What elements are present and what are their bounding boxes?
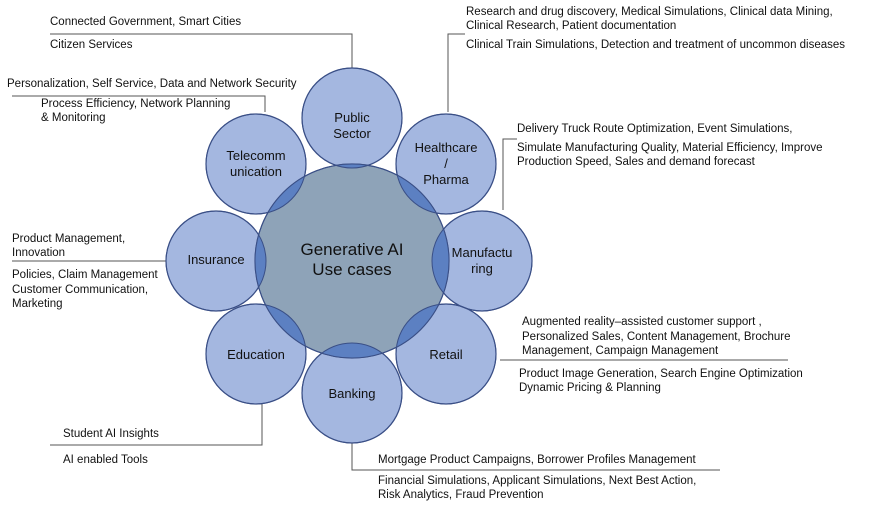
petal-label-healthcare: Healthcare / Pharma — [415, 140, 478, 188]
petal-label-retail: Retail — [429, 347, 462, 363]
telecom-text-3: & Monitoring — [41, 112, 106, 124]
banking-label-line1: Banking — [328, 386, 376, 401]
petal-label-manufacturing: Manufactu ring — [452, 245, 513, 277]
retail-text-1: Augmented reality–assisted customer supp… — [522, 316, 762, 328]
retail-label-line1: Retail — [429, 347, 463, 362]
healthcare-label-line1: Healthcare — [414, 140, 478, 155]
banking-text-2: Financial Simulations, Applicant Simulat… — [378, 475, 697, 487]
manufacturing-label-line2: ring — [471, 261, 493, 276]
leader-healthcare — [447, 33, 465, 112]
leader-banking — [351, 442, 720, 471]
insurance-text-4: Customer Communication, — [12, 284, 149, 296]
leader-telecom — [12, 95, 266, 112]
public-sector-text-1: Connected Government, Smart Cities — [50, 16, 242, 28]
leader-lines — [12, 33, 788, 471]
center-title-line1: Generative AI — [300, 240, 404, 259]
insurance-text-3: Policies, Claim Management — [12, 269, 158, 281]
healthcare-text-3: Clinical Train Simulations, Detection an… — [466, 39, 846, 51]
overlap-outlines — [165, 67, 533, 444]
retail-text-3: Management, Campaign Management — [522, 345, 719, 357]
manufacturing-text-3: Production Speed, Sales and demand forec… — [517, 156, 755, 168]
education-label-line1: Education — [227, 347, 285, 362]
banking-text-1: Mortgage Product Campaigns, Borrower Pro… — [378, 454, 696, 466]
leader-public-sector — [50, 33, 353, 72]
petal-label-public-sector: Public Sector — [333, 110, 371, 142]
retail-text-4: Product Image Generation, Search Engine … — [519, 368, 803, 380]
healthcare-text-1: Research and drug discovery, Medical Sim… — [466, 6, 833, 18]
petal-label-education: Education — [227, 347, 285, 363]
petal-label-banking: Banking — [329, 386, 376, 402]
telecom-label-line2: unication — [229, 164, 283, 179]
healthcare-label-line2: / — [444, 156, 448, 171]
leader-manufacturing — [502, 138, 517, 210]
education-text-2: AI enabled Tools — [63, 454, 148, 466]
education-text-1: Student AI Insights — [63, 428, 159, 440]
insurance-text-5: Marketing — [12, 298, 63, 310]
healthcare-label-line3: Pharma — [423, 172, 469, 187]
manufacturing-text-1: Delivery Truck Route Optimization, Event… — [517, 123, 793, 135]
retail-text-5: Dynamic Pricing & Planning — [519, 382, 661, 394]
center-title-line2: Use cases — [312, 260, 392, 279]
center-title: Generative AI Use cases — [300, 240, 403, 280]
public-sector-text-2: Citizen Services — [50, 39, 133, 51]
retail-text-2: Personalized Sales, Content Management, … — [522, 331, 791, 343]
manufacturing-label-line1: Manufactu — [451, 245, 513, 260]
telecom-text-2: Process Efficiency, Network Planning — [41, 98, 231, 110]
healthcare-text-2: Clinical Research, Patient documentation — [466, 20, 677, 32]
insurance-text-2: Innovation — [12, 247, 66, 259]
telecom-label-line1: Telecomm — [226, 148, 286, 163]
insurance-label-line1: Insurance — [187, 252, 245, 267]
insurance-text-1: Product Management, — [12, 233, 126, 245]
public-sector-label-line2: Sector — [333, 126, 371, 141]
manufacturing-text-2: Simulate Manufacturing Quality, Material… — [517, 142, 823, 154]
leader-education — [50, 400, 263, 446]
petal-label-insurance: Insurance — [187, 252, 244, 268]
public-sector-label-line1: Public — [334, 110, 370, 125]
banking-text-3: Risk Analytics, Fraud Prevention — [378, 489, 544, 501]
telecom-text-1: Personalization, Self Service, Data and … — [7, 78, 297, 90]
petal-label-telecom: Telecomm unication — [226, 148, 285, 180]
